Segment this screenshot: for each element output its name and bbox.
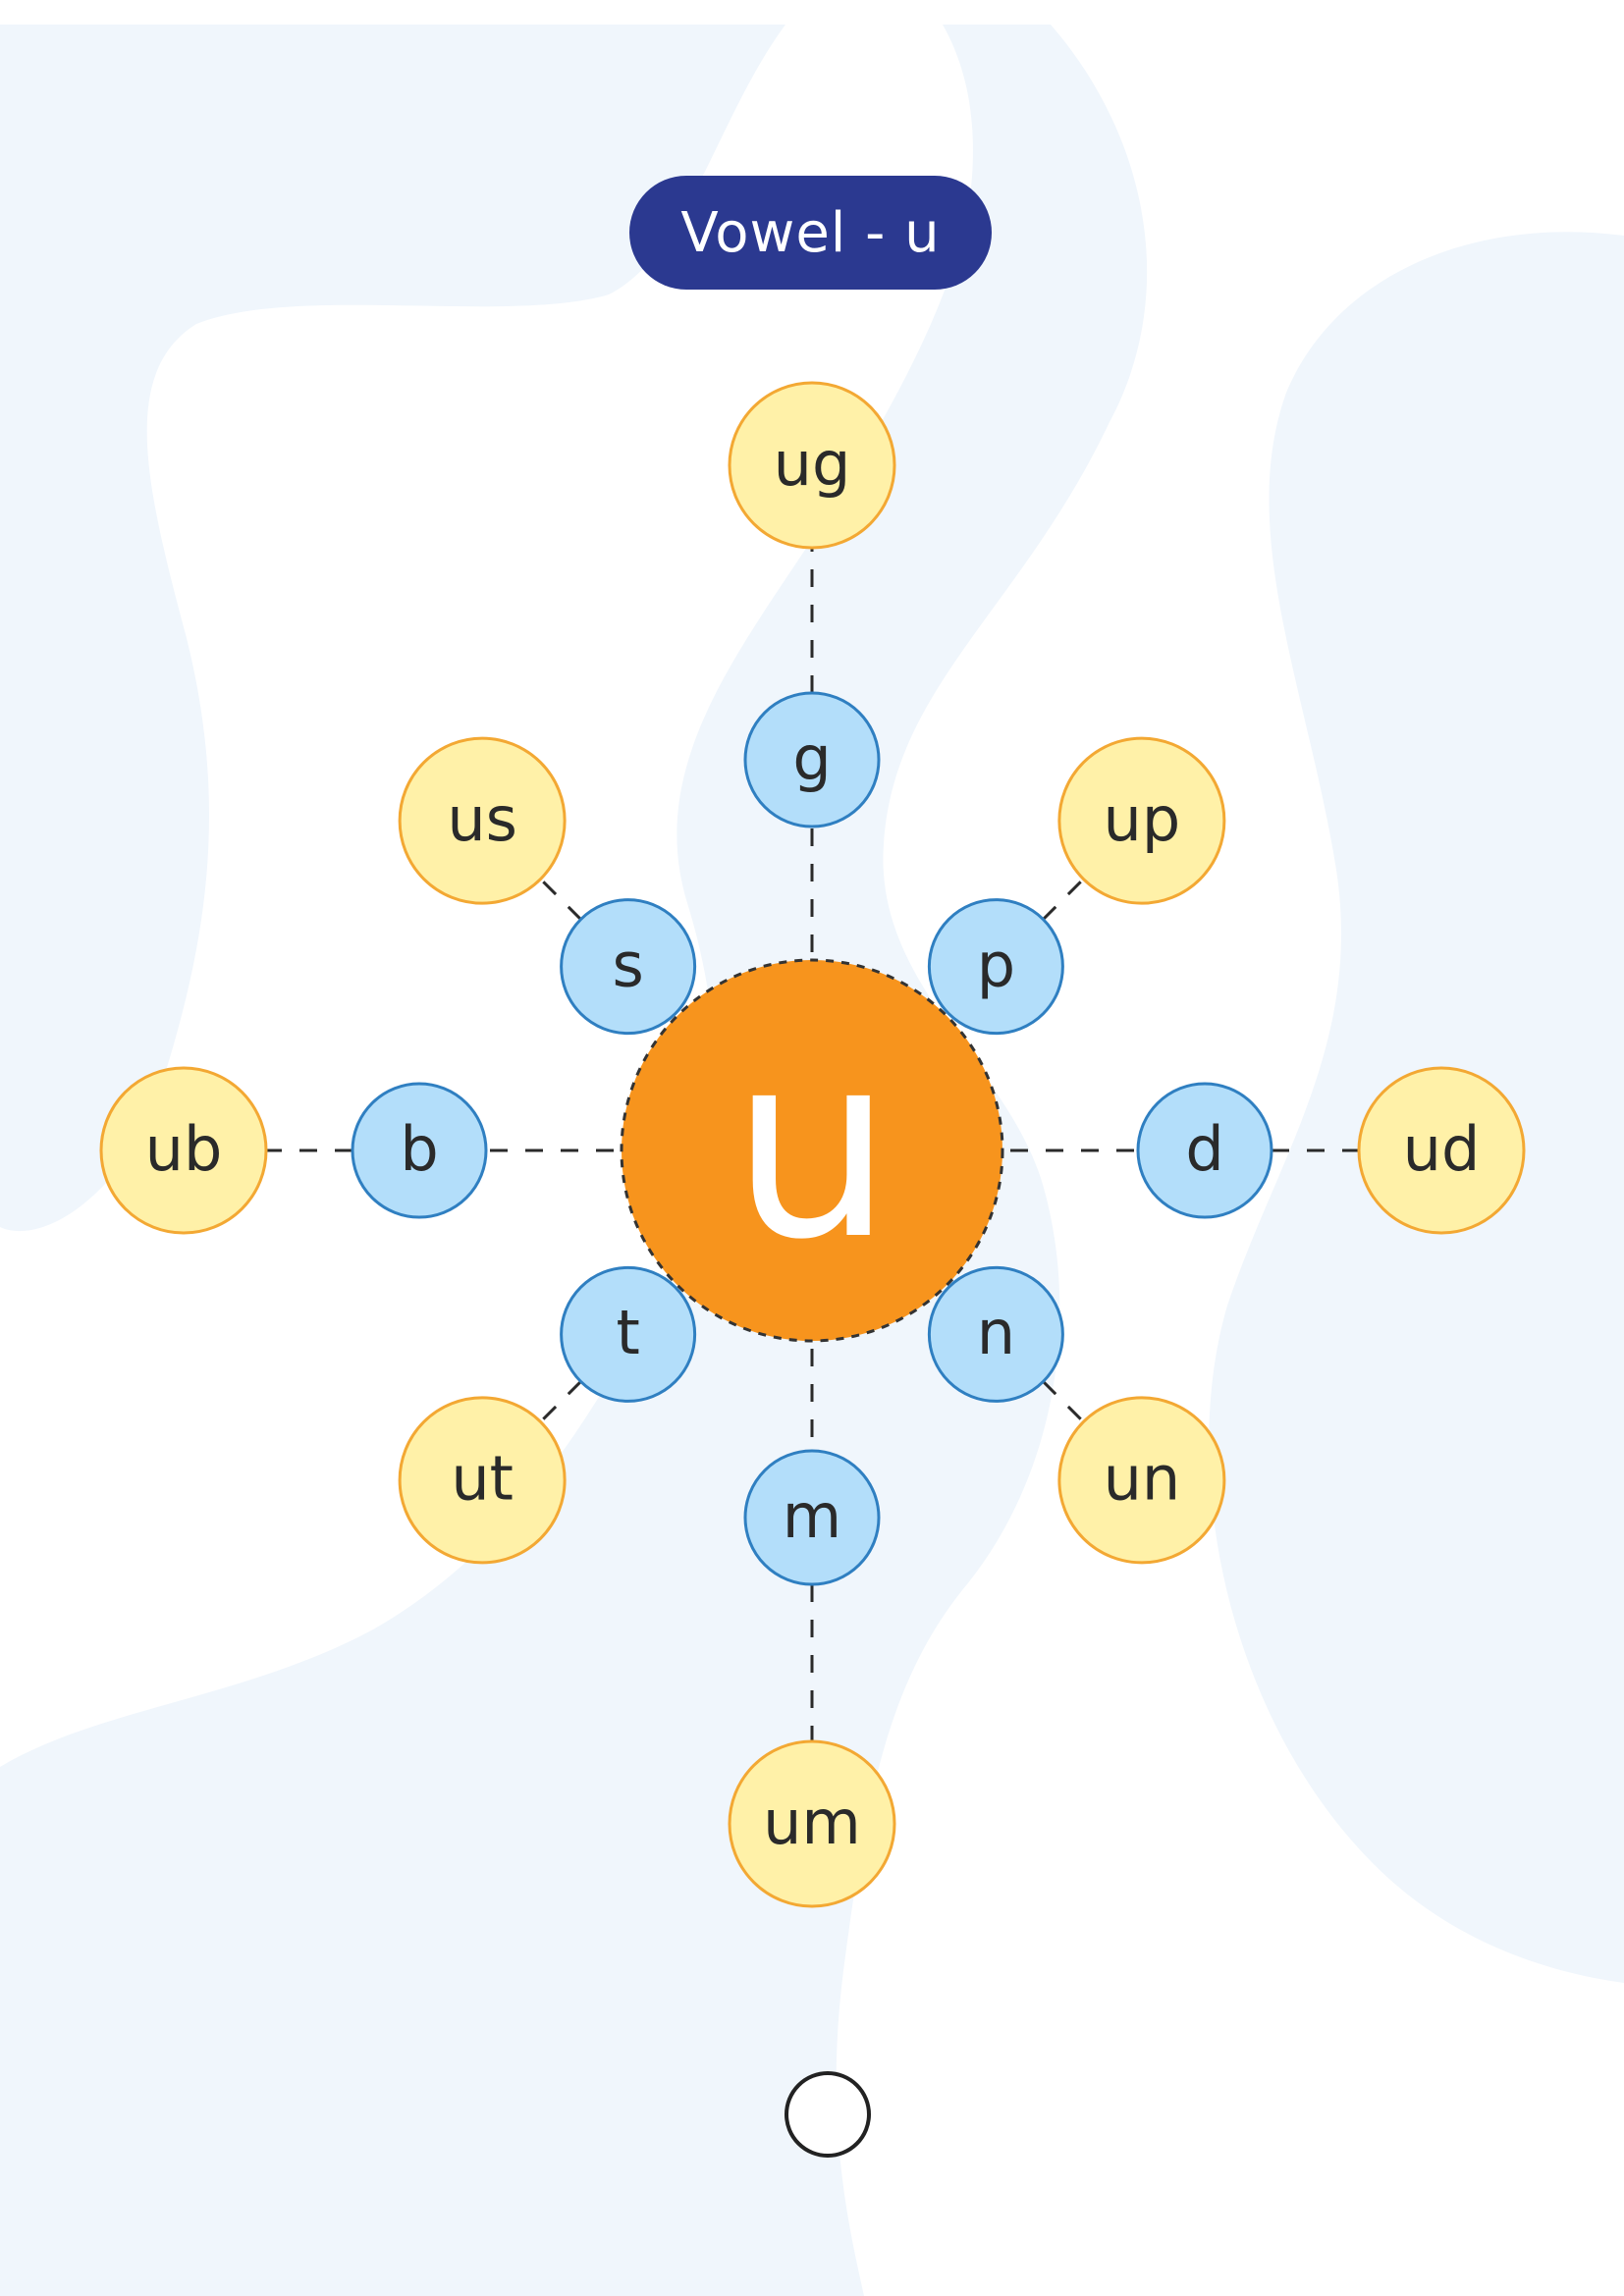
connector-line-n-outer [1042, 1380, 1085, 1423]
center-vowel-circle [620, 958, 1004, 1343]
title-badge: Vowel - u [629, 176, 992, 290]
consonant-node-d-circle [1136, 1082, 1273, 1219]
consonant-node-g: g [743, 691, 881, 828]
consonant-node-s: s [560, 898, 697, 1036]
diagram-nodes: g ug p up d ud n un m um t ut b ub s us [99, 381, 1526, 1908]
consonant-node-m: m [743, 1449, 881, 1586]
word-node-ub: ub [99, 1066, 268, 1235]
connector-line-p-outer [1042, 878, 1085, 921]
consonant-node-n-label: n [977, 1297, 1015, 1368]
word-node-up: up [1057, 736, 1226, 905]
consonant-node-t-label: t [616, 1297, 639, 1368]
empty-circle-icon [785, 2071, 871, 2158]
word-node-up-circle [1057, 736, 1226, 905]
consonant-node-b-label: b [400, 1113, 438, 1185]
consonant-node-p-label: p [977, 929, 1015, 1000]
consonant-node-g-label: g [792, 722, 831, 794]
consonant-node-d: d [1136, 1082, 1273, 1219]
word-node-ut: ut [398, 1396, 567, 1565]
consonant-node-b-circle [351, 1082, 488, 1219]
word-node-un-label: un [1104, 1443, 1181, 1515]
connector-line-s-outer [539, 878, 582, 921]
word-node-ub-label: ub [145, 1113, 223, 1185]
consonant-node-m-label: m [783, 1480, 841, 1552]
word-node-um: um [728, 1739, 896, 1908]
consonant-node-t-circle [560, 1265, 697, 1403]
word-node-ug-circle [728, 381, 896, 550]
consonant-node-p: p [927, 898, 1064, 1036]
word-node-un: un [1057, 1396, 1226, 1565]
consonant-node-s-circle [560, 898, 697, 1036]
word-node-un-circle [1057, 1396, 1226, 1565]
consonant-node-d-label: d [1185, 1113, 1223, 1185]
consonant-node-n: n [927, 1265, 1064, 1403]
word-node-ud-circle [1357, 1066, 1526, 1235]
word-node-ud-label: ud [1403, 1113, 1481, 1185]
word-node-ut-label: ut [451, 1443, 514, 1515]
consonant-node-g-circle [743, 691, 881, 828]
word-node-um-circle [728, 1739, 896, 1908]
consonant-node-t: t [560, 1265, 697, 1403]
word-node-um-label: um [763, 1787, 861, 1858]
word-node-ud: ud [1357, 1066, 1526, 1235]
consonant-node-s-label: s [612, 929, 643, 1000]
page-title: Vowel - u [680, 200, 941, 265]
word-node-ut-circle [398, 1396, 567, 1565]
word-node-up-label: up [1104, 783, 1181, 855]
connector-line-t-outer [539, 1380, 582, 1423]
consonant-node-p-circle [927, 898, 1064, 1036]
center-vowel-label: u [731, 999, 893, 1296]
word-node-ub-circle [99, 1066, 268, 1235]
word-node-us: us [398, 736, 567, 905]
consonant-node-n-circle [927, 1265, 1064, 1403]
consonant-node-m-circle [743, 1449, 881, 1586]
word-node-us-label: us [447, 783, 517, 855]
word-node-ug-label: ug [774, 428, 851, 500]
consonant-node-b: b [351, 1082, 488, 1219]
center-node: u [620, 958, 1004, 1343]
word-node-us-circle [398, 736, 567, 905]
word-node-ug: ug [728, 381, 896, 550]
